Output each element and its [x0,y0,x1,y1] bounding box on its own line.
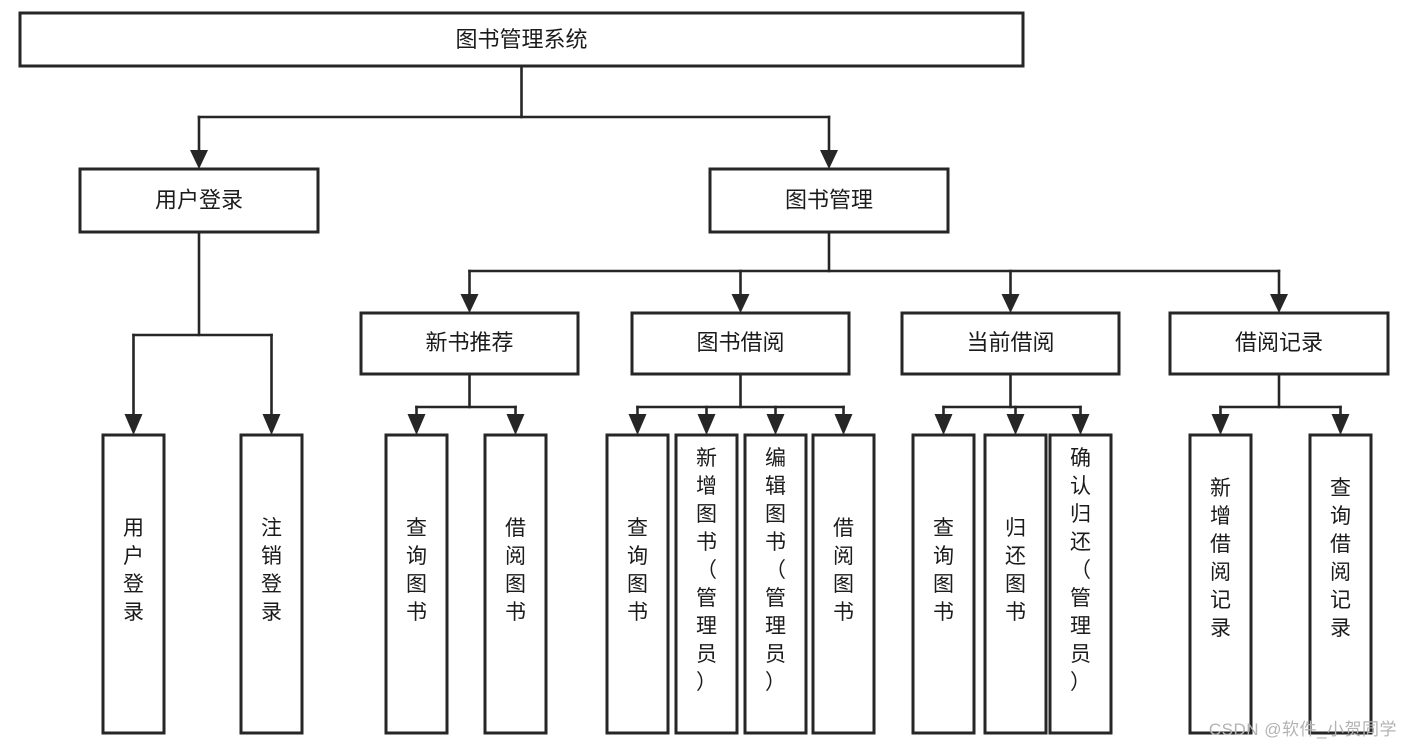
node-leaf-query-book-1[interactable]: 查询图书 [384,433,449,735]
node-leaf-edit-book[interactable]: 编辑图书（管理员） [743,433,808,735]
connector-bookborrow-to-leaves [628,372,853,435]
node-root[interactable]: 图书管理系统 [18,11,1025,68]
node-leaf-confirm-return[interactable]: 确认归还（管理员） [1048,433,1113,735]
node-current-borrow[interactable]: 当前借阅 [900,311,1121,376]
node-leaf-user-login[interactable]: 用户登录 [101,433,166,735]
node-leaf-logout-box[interactable] [239,433,304,735]
node-book-borrow-label: 图书借阅 [696,330,784,355]
node-borrow-record-box[interactable] [1168,311,1390,376]
node-leaf-edit-book-label: 编辑图书（管理员） [765,447,786,694]
node-book-borrow[interactable]: 图书借阅 [630,311,851,376]
node-book-borrow-box[interactable] [630,311,851,376]
node-leaf-add-book-box[interactable] [674,433,739,735]
connector-borrowrecord-to-leaves [1211,372,1350,435]
node-leaf-confirm-return-label: 确认归还（管理员） [1070,447,1091,694]
node-leaf-query-book-2-label: 查询图书 [627,517,648,624]
node-new-book-rec-box[interactable] [359,311,580,376]
node-leaf-logout-label: 注销登录 [261,517,282,624]
node-new-book-rec-label: 新书推荐 [425,330,513,355]
connector-bookmanage-to-level3 [460,230,1288,313]
node-leaf-user-login-box[interactable] [101,433,166,735]
node-leaf-borrow-book-1-box[interactable] [483,433,548,735]
node-book-manage-box[interactable] [708,167,950,234]
node-leaf-return-book-label: 归还图书 [1005,517,1026,624]
node-leaf-query-book-1-box[interactable] [384,433,449,735]
node-user-login[interactable]: 用户登录 [78,167,320,234]
node-new-book-rec[interactable]: 新书推荐 [359,311,580,376]
connector-newbook-to-leaves [407,372,525,435]
node-borrow-record-label: 借阅记录 [1235,330,1323,355]
node-book-manage[interactable]: 图书管理 [708,167,950,234]
node-book-manage-label: 图书管理 [785,187,873,212]
connector-currentborrow-to-leaves [934,372,1090,435]
connector-root-to-level2 [190,64,838,169]
node-leaf-query-book-3-label: 查询图书 [933,517,954,624]
node-user-login-box[interactable] [78,167,320,234]
node-leaf-query-book-3-box[interactable] [911,433,976,735]
node-leaf-borrow-book-2-label: 借阅图书 [833,517,854,624]
node-leaf-query-book-1-label: 查询图书 [406,517,427,624]
node-leaf-add-book-label: 新增图书（管理员） [696,447,717,694]
connector-userlogin-to-leaves [124,230,281,435]
connector-layer [124,64,1350,435]
node-leaf-add-book[interactable]: 新增图书（管理员） [674,433,739,735]
node-current-borrow-box[interactable] [900,311,1121,376]
node-leaf-query-record-label: 查询借阅记录 [1330,477,1351,640]
node-leaf-borrow-book-2-box[interactable] [811,433,876,735]
node-leaf-add-record[interactable]: 新增借阅记录 [1188,433,1253,735]
node-leaf-logout[interactable]: 注销登录 [239,433,304,735]
node-leaf-query-record-box[interactable] [1308,433,1373,735]
node-leaf-return-book-box[interactable] [983,433,1048,735]
node-root-label: 图书管理系统 [455,27,587,52]
node-borrow-record[interactable]: 借阅记录 [1168,311,1390,376]
node-user-login-label: 用户登录 [155,187,243,212]
node-leaf-user-login-label: 用户登录 [123,517,144,624]
node-leaf-query-record[interactable]: 查询借阅记录 [1308,433,1373,735]
node-leaf-query-book-2-box[interactable] [605,433,670,735]
node-leaf-edit-book-box[interactable] [743,433,808,735]
node-leaf-add-record-label: 新增借阅记录 [1210,477,1231,640]
node-leaf-confirm-return-box[interactable] [1048,433,1113,735]
node-leaf-query-book-2[interactable]: 查询图书 [605,433,670,735]
node-leaf-query-book-3[interactable]: 查询图书 [911,433,976,735]
node-leaf-add-record-box[interactable] [1188,433,1253,735]
node-root-box[interactable] [18,11,1025,68]
node-leaf-borrow-book-2[interactable]: 借阅图书 [811,433,876,735]
node-leaf-return-book[interactable]: 归还图书 [983,433,1048,735]
node-current-borrow-label: 当前借阅 [966,330,1054,355]
node-leaf-borrow-book-1-label: 借阅图书 [505,517,526,624]
node-leaf-borrow-book-1[interactable]: 借阅图书 [483,433,548,735]
